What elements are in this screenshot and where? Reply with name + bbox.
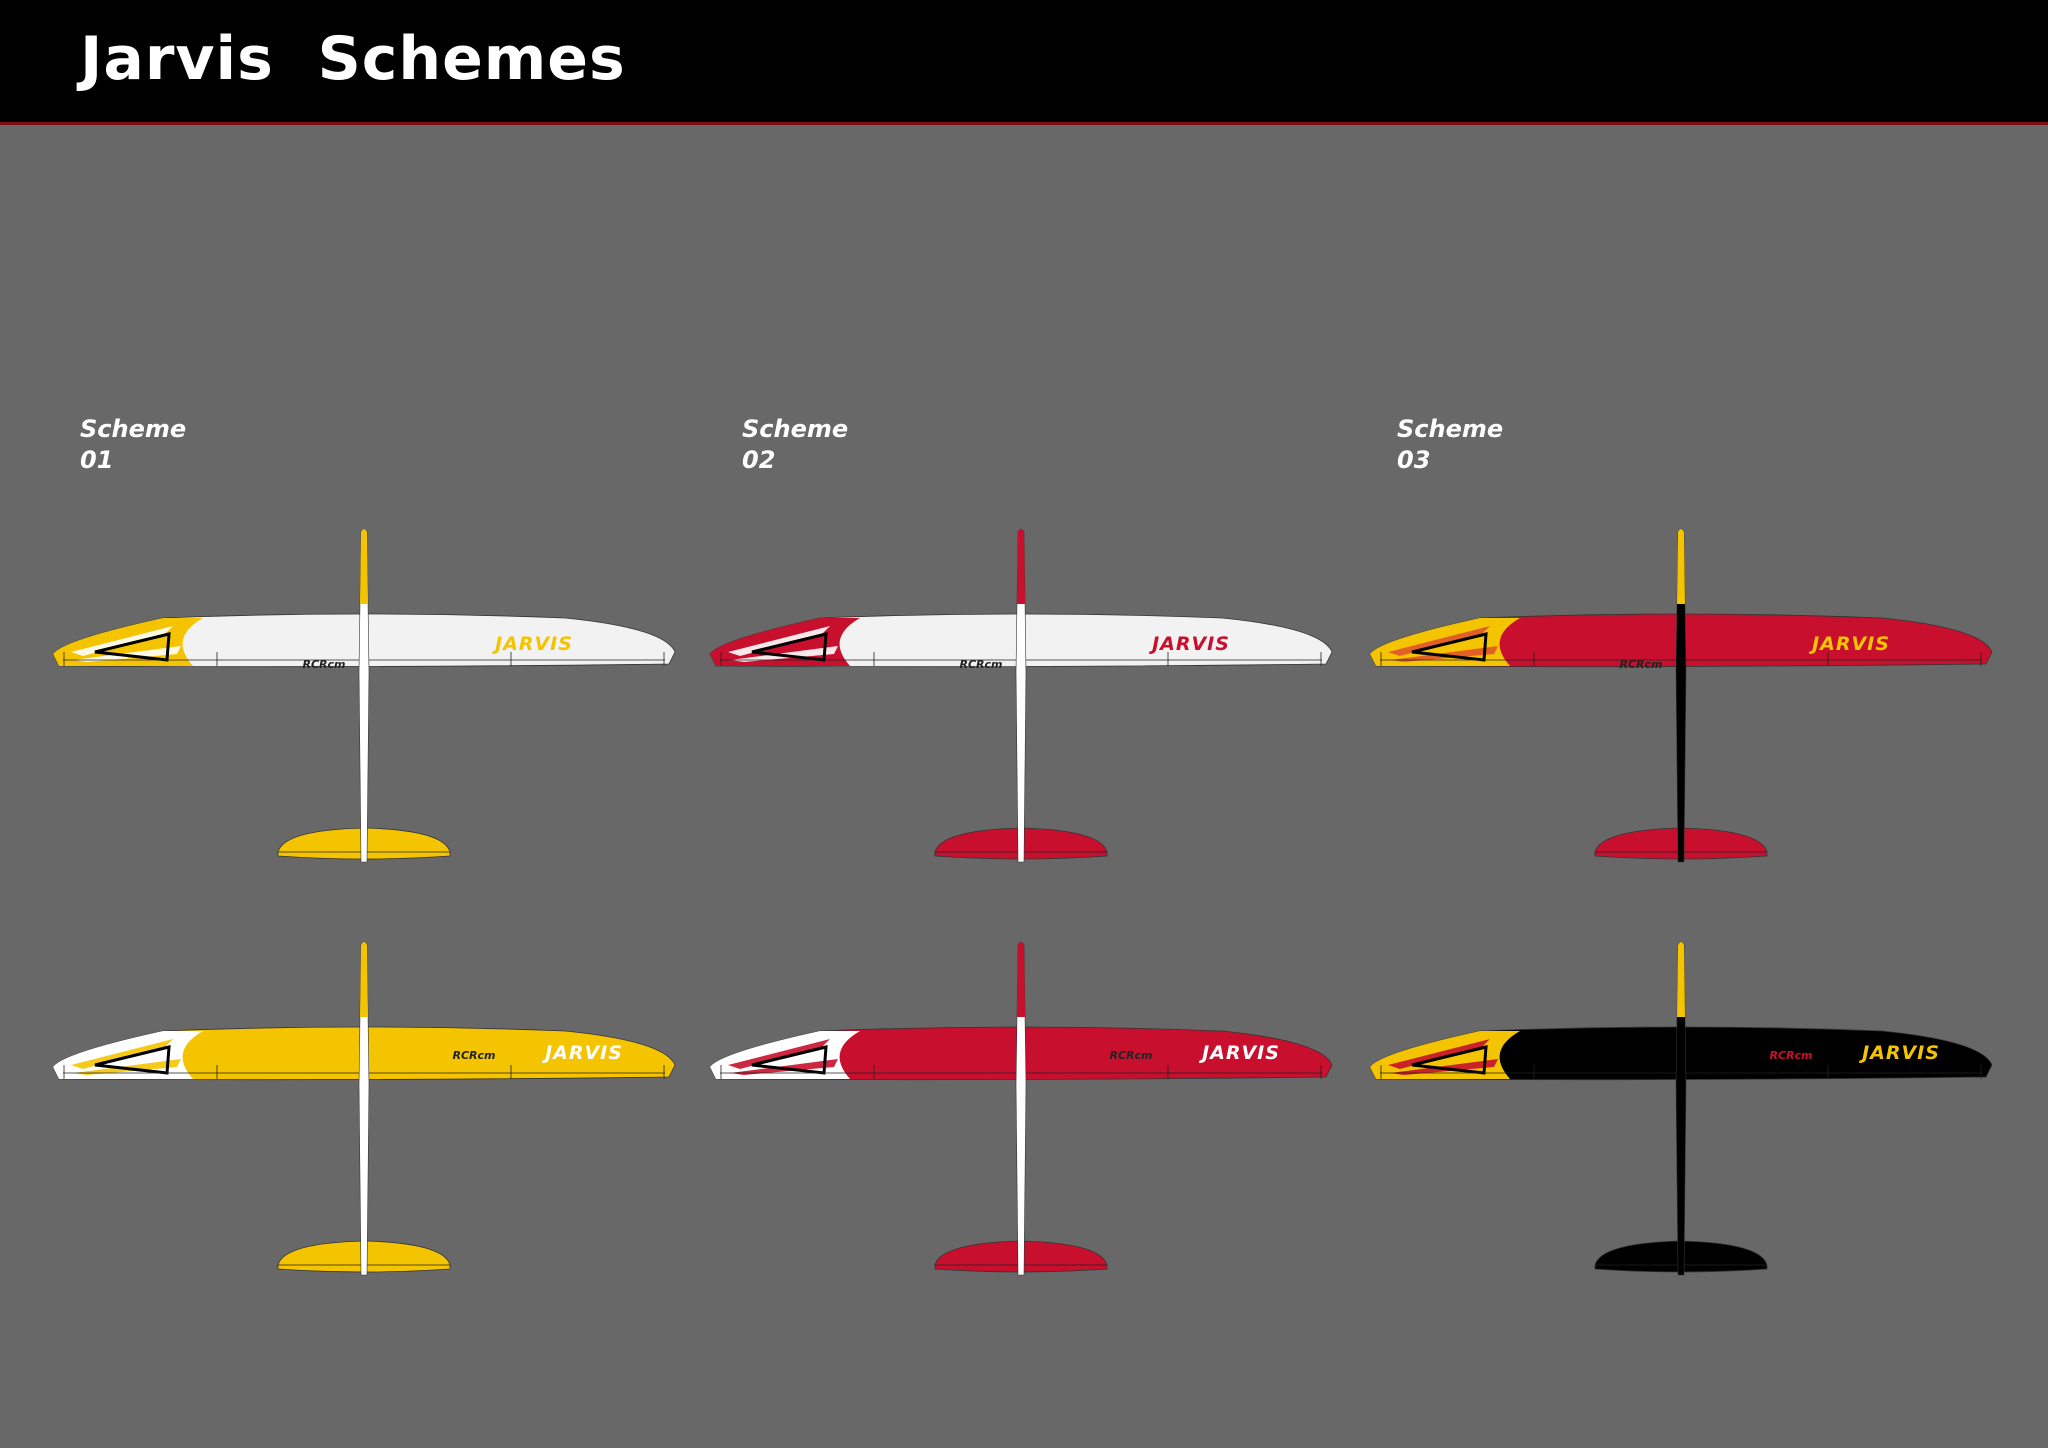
- wing-tip-triangle-mark: [1411, 1045, 1488, 1075]
- fin: [360, 942, 368, 1017]
- logo-text: RCRcm: [960, 658, 1003, 671]
- wing-tip-triangle-mark: [94, 1045, 171, 1075]
- logo-text: RCRcm: [1620, 658, 1663, 671]
- fin: [360, 529, 368, 604]
- wing-tip-stripe: [730, 646, 838, 662]
- wing-tip-triangle-mark: [751, 632, 828, 662]
- glider-scheme-03-top: JARVIS RCRcm: [1369, 528, 1993, 863]
- wing-tip-stripe: [71, 626, 173, 656]
- glider-scheme-01-top: JARVIS RCRcm: [52, 528, 676, 863]
- logo-text: RCRcm: [1110, 1049, 1153, 1062]
- glider-scheme-03-bottom: JARVIS RCRcm: [1369, 941, 1993, 1276]
- wing-tip-stripe: [728, 626, 830, 656]
- scheme-word: Scheme: [742, 415, 849, 443]
- header-bar: Jarvis Schemes: [0, 0, 2048, 125]
- scheme-label-03: Scheme 03: [1397, 414, 1503, 476]
- wing-tip-stripe: [730, 1059, 838, 1075]
- brand-text: JARVIS: [1858, 1042, 1940, 1064]
- wing-tip-stripe: [73, 646, 181, 662]
- wing-tip-triangle-mark: [751, 1045, 828, 1075]
- brand-text: JARVIS: [1148, 633, 1230, 655]
- scheme-number: 02: [742, 446, 776, 474]
- wing-tip-stripe: [1388, 626, 1490, 656]
- scheme-number: 01: [80, 446, 114, 474]
- logo-text: RCRcm: [453, 1049, 496, 1062]
- wing-tip-stripe: [73, 1059, 181, 1075]
- page-title: Jarvis Schemes: [80, 24, 626, 94]
- brand-text: JARVIS: [1808, 633, 1890, 655]
- logo-text: RCRcm: [303, 658, 346, 671]
- wing-tip-stripe: [1388, 1039, 1490, 1069]
- scheme-label-01: Scheme 01: [80, 414, 186, 476]
- fin: [1677, 942, 1685, 1017]
- glider-scheme-02-top: JARVIS RCRcm: [709, 528, 1333, 863]
- wing-tip-stripe: [71, 1039, 173, 1069]
- logo-text: RCRcm: [1770, 1049, 1813, 1062]
- wing-tip-stripe: [1390, 646, 1498, 662]
- fin: [1017, 942, 1025, 1017]
- scheme-word: Scheme: [80, 415, 187, 443]
- brand-text: JARVIS: [541, 1042, 623, 1064]
- wing-tip-stripe: [1390, 1059, 1498, 1075]
- fin: [1677, 529, 1685, 604]
- brand-text: JARVIS: [491, 633, 573, 655]
- fin: [1017, 529, 1025, 604]
- glider-scheme-02-bottom: JARVIS RCRcm: [709, 941, 1333, 1276]
- scheme-number: 03: [1397, 446, 1431, 474]
- wing-tip-triangle-mark: [1411, 632, 1488, 662]
- scheme-label-02: Scheme 02: [742, 414, 848, 476]
- glider-scheme-01-bottom: JARVIS RCRcm: [52, 941, 676, 1276]
- wing-tip-triangle-mark: [94, 632, 171, 662]
- scheme-word: Scheme: [1397, 415, 1504, 443]
- wing-tip-stripe: [728, 1039, 830, 1069]
- brand-text: JARVIS: [1198, 1042, 1280, 1064]
